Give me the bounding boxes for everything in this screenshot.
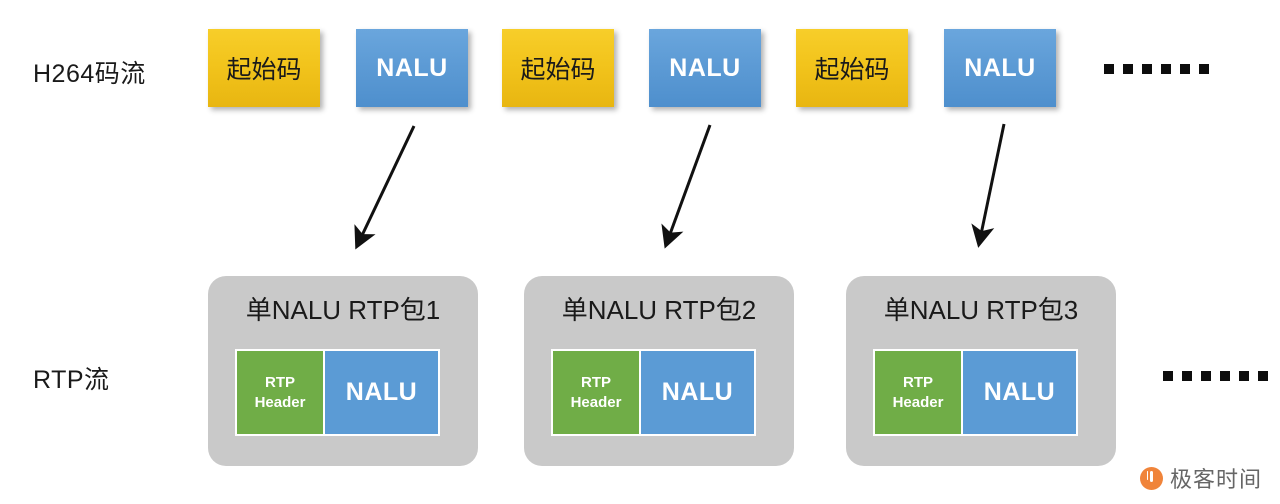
ellipsis-dot xyxy=(1199,64,1209,74)
ellipsis-dot xyxy=(1163,371,1173,381)
rtp-payload-cell: NALU xyxy=(641,351,754,434)
rtp-header-line2: Header xyxy=(570,393,622,411)
h264-box-startcode-2: 起始码 xyxy=(502,29,614,107)
ellipsis-dot xyxy=(1239,371,1249,381)
h264-box-nalu-2: NALU xyxy=(649,29,761,107)
arrow-nalu3-to-packet3 xyxy=(971,123,1006,248)
h264-box-nalu-1: NALU xyxy=(356,29,468,107)
rtp-header-line2: Header xyxy=(254,393,306,411)
ellipsis-dot xyxy=(1220,371,1230,381)
arrow-nalu2-to-packet2 xyxy=(661,124,712,249)
h264-stream-ellipsis xyxy=(1104,64,1209,74)
h264-box-label: NALU xyxy=(376,53,448,82)
h264-box-startcode-3: 起始码 xyxy=(796,29,908,107)
rtp-packet-3: 单NALU RTP包3 RTP Header NALU xyxy=(846,276,1116,466)
ellipsis-dot xyxy=(1161,64,1171,74)
h264-box-nalu-3: NALU xyxy=(944,29,1056,107)
rtp-packet-body: RTP Header NALU xyxy=(235,349,440,436)
h264-stream-row-label: H264码流 xyxy=(33,60,146,88)
watermark: 极客时间 xyxy=(1139,462,1262,494)
rtp-packet-title: 单NALU RTP包1 xyxy=(245,295,441,325)
rtp-header-line1: RTP xyxy=(265,373,295,391)
rtp-packet-body: RTP Header NALU xyxy=(551,349,756,436)
h264-box-label: 起始码 xyxy=(520,56,596,84)
ellipsis-dot xyxy=(1142,64,1152,74)
rtp-packet-body: RTP Header NALU xyxy=(873,349,1078,436)
ellipsis-dot xyxy=(1258,371,1268,381)
ellipsis-dot xyxy=(1123,64,1133,74)
rtp-packet-1: 单NALU RTP包1 RTP Header NALU xyxy=(208,276,478,466)
rtp-stream-ellipsis xyxy=(1163,371,1268,381)
watermark-label: 极客时间 xyxy=(1169,467,1262,492)
rtp-packet-2: 单NALU RTP包2 RTP Header NALU xyxy=(524,276,794,466)
rtp-payload-cell: NALU xyxy=(325,351,438,434)
ellipsis-dot xyxy=(1180,64,1190,74)
rtp-header-cell: RTP Header xyxy=(237,351,325,434)
h264-box-label: NALU xyxy=(669,53,741,82)
h264-box-startcode-1: 起始码 xyxy=(208,29,320,107)
ellipsis-dot xyxy=(1104,64,1114,74)
ellipsis-dot xyxy=(1182,371,1192,381)
rtp-header-cell: RTP Header xyxy=(875,351,963,434)
geekbang-logo-icon xyxy=(1139,466,1163,490)
rtp-header-line1: RTP xyxy=(903,373,933,391)
h264-box-label: NALU xyxy=(964,53,1036,82)
h264-box-label: 起始码 xyxy=(226,56,302,84)
arrow-nalu1-to-packet1 xyxy=(354,125,416,250)
rtp-stream-row-label: RTP流 xyxy=(33,366,110,394)
ellipsis-dot xyxy=(1201,371,1211,381)
rtp-header-line2: Header xyxy=(892,393,944,411)
rtp-packet-title: 单NALU RTP包2 xyxy=(561,295,757,325)
h264-box-label: 起始码 xyxy=(814,56,890,84)
rtp-header-cell: RTP Header xyxy=(553,351,641,434)
rtp-packet-title: 单NALU RTP包3 xyxy=(883,295,1079,325)
rtp-payload-cell: NALU xyxy=(963,351,1076,434)
rtp-header-line1: RTP xyxy=(581,373,611,391)
